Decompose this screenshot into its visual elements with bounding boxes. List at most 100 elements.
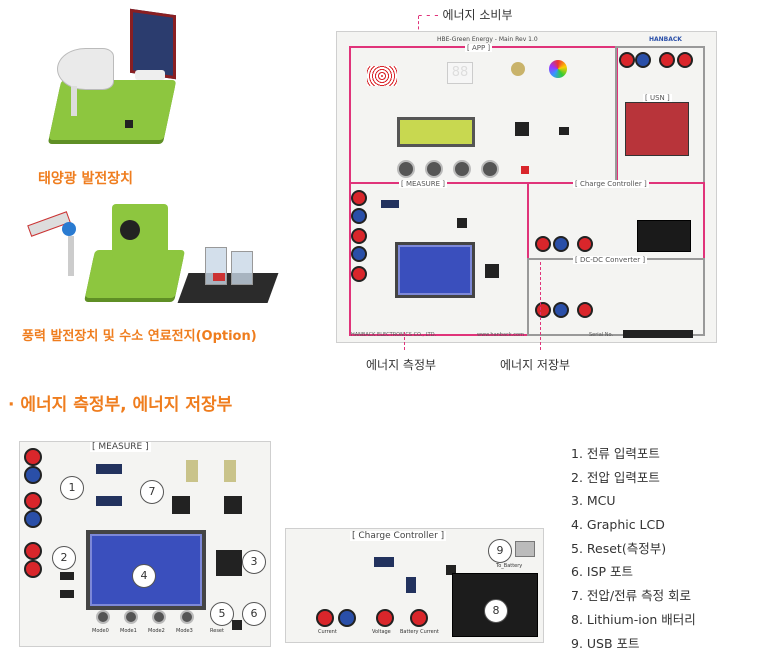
charge-relay-1 [374,557,394,567]
charge-voltage-label: Voltage [372,629,391,635]
charge-section-label: [ Charge Controller ] [573,180,649,188]
usn-jack-2[interactable] [635,52,651,68]
seven-segment: 88 [447,62,473,84]
legend-item: 5. Reset(측정부) [571,540,667,556]
charge-battery-label: To_Battery [496,563,523,569]
legend-item: 6. ISP 포트 [571,564,634,580]
usn-module [625,102,689,156]
board-battery [637,220,691,252]
board-measure-jack-1[interactable] [351,190,367,206]
app-chip-2 [559,127,569,135]
charge-detail-label: [ Charge Controller ] [350,531,447,541]
app-button-3[interactable] [453,160,471,178]
app-button-2[interactable] [425,160,443,178]
marker-9: 9 [488,539,512,563]
measure-current-jack-2[interactable] [24,466,42,484]
legend-item: 4. Graphic LCD [571,517,665,533]
measure-resistor-2 [224,460,236,482]
board-dcdc-jack-1[interactable] [535,302,551,318]
measure-mode0-button[interactable] [96,610,110,624]
measure-mode3-label: Mode3 [176,628,193,634]
measure-resistor-1 [186,460,198,482]
board-measure-chip-2 [457,218,467,228]
charge-current-label: Current [318,629,337,635]
board-footer-mid: www.hanback.com [477,332,524,338]
measure-detail-label: [ MEASURE ] [90,442,151,452]
charge-relay-2 [406,577,416,593]
board-serial: Serial No. [589,332,614,338]
callout-leader-measurement [404,332,405,350]
dot-matrix [367,66,397,86]
measure-section-label: [ MEASURE ] [399,180,448,188]
dcdc-section [527,258,705,336]
wind-generator-image [20,200,190,310]
measure-mode1-label: Mode1 [120,628,137,634]
board-measure-jack-5[interactable] [351,266,367,282]
marker-4: 4 [132,564,156,588]
marker-7: 7 [140,480,164,504]
board-serial-box [623,330,693,338]
board-measure-jack-4[interactable] [351,246,367,262]
charge-battery-current-jack[interactable] [410,609,428,627]
board-charge-jack-1[interactable] [535,236,551,252]
board-footer-left: HANBACK ELECTRONICS CO., LTD. [351,332,437,338]
callout-energy-measurement: 에너지 측정부 [366,358,437,372]
measure-relay-1 [96,464,122,474]
measure-chip-4 [60,590,74,598]
wind-generator-caption: 풍력 발전장치 및 수소 연료전지(Option) [22,329,257,344]
callout-energy-consumption: - - - 에너지 소비부 [418,8,513,22]
board-graphic-lcd [395,242,475,298]
measure-mode2-label: Mode2 [148,628,165,634]
buzzer [511,62,525,76]
measure-current-jack-1[interactable] [24,448,42,466]
solar-generator-image [35,8,185,160]
callout-energy-storage: 에너지 저장부 [500,358,571,372]
measure-voltage-jack-1[interactable] [24,542,42,560]
charge-battery-current-label: Battery Current [400,629,439,635]
marker-3: 3 [242,550,266,574]
usn-jack-4[interactable] [677,52,693,68]
app-mcu [515,122,529,136]
app-button-1[interactable] [397,160,415,178]
board-dcdc-jack-2[interactable] [553,302,569,318]
measure-current-jack-4[interactable] [24,510,42,528]
app-button-4[interactable] [481,160,499,178]
board-dcdc-jack-3[interactable] [577,302,593,318]
measure-mode3-button[interactable] [180,610,194,624]
measure-chip-3 [60,572,74,580]
measure-current-jack-3[interactable] [24,492,42,510]
app-red-switch[interactable] [521,166,529,174]
charge-voltage-jack[interactable] [376,609,394,627]
charge-usb-port[interactable] [515,541,535,557]
marker-1: 1 [60,476,84,500]
measure-mcu [216,550,242,576]
legend-item: 3. MCU [571,493,616,509]
dcdc-section-label: [ DC-DC Converter ] [573,256,648,264]
legend-list: 1. 전류 입력포트 2. 전압 입력포트 3. MCU 4. Graphic … [571,442,696,655]
board-measure-jack-2[interactable] [351,208,367,224]
color-wheel [549,60,567,78]
charge-current-jack-red[interactable] [316,609,334,627]
legend-item: 1. 전류 입력포트 [571,446,660,461]
board-title: HBE-Green Energy - Main Rev 1.0 [437,36,538,43]
board-charge-jack-3[interactable] [577,236,593,252]
legend-item: 8. Lithium-ion 배터리 [571,611,696,627]
main-board: HBE-Green Energy - Main Rev 1.0 HANBACK … [336,31,717,343]
usn-jack-3[interactable] [659,52,675,68]
app-section-label: [ APP ] [465,44,493,52]
usn-jack-1[interactable] [619,52,635,68]
marker-5: 5 [210,602,234,626]
board-charge-jack-2[interactable] [553,236,569,252]
measure-mode1-button[interactable] [124,610,138,624]
charge-current-jack-blue[interactable] [338,609,356,627]
usn-section-label: [ USN ] [643,94,672,102]
board-measure-relay [381,200,399,208]
board-measure-jack-3[interactable] [351,228,367,244]
measure-isp-port[interactable] [232,620,242,630]
solar-generator-caption: 태양광 발전장치 [38,171,134,187]
measure-relay-2 [96,496,122,506]
measure-voltage-jack-2[interactable] [24,560,42,578]
marker-6: 6 [242,602,266,626]
marker-8: 8 [484,599,508,623]
measure-mode2-button[interactable] [152,610,166,624]
